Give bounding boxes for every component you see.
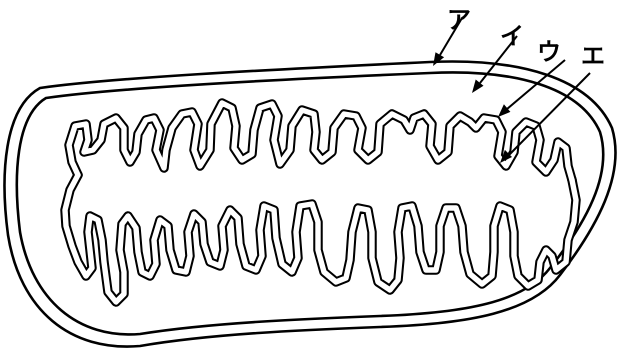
- label-e: エ: [581, 42, 605, 70]
- label-i: イ: [500, 22, 524, 50]
- label-a: ア: [447, 6, 471, 34]
- mitochondrion: [5, 62, 616, 347]
- label-u: ウ: [537, 38, 561, 66]
- labels: ア イ ウ エ: [447, 6, 605, 70]
